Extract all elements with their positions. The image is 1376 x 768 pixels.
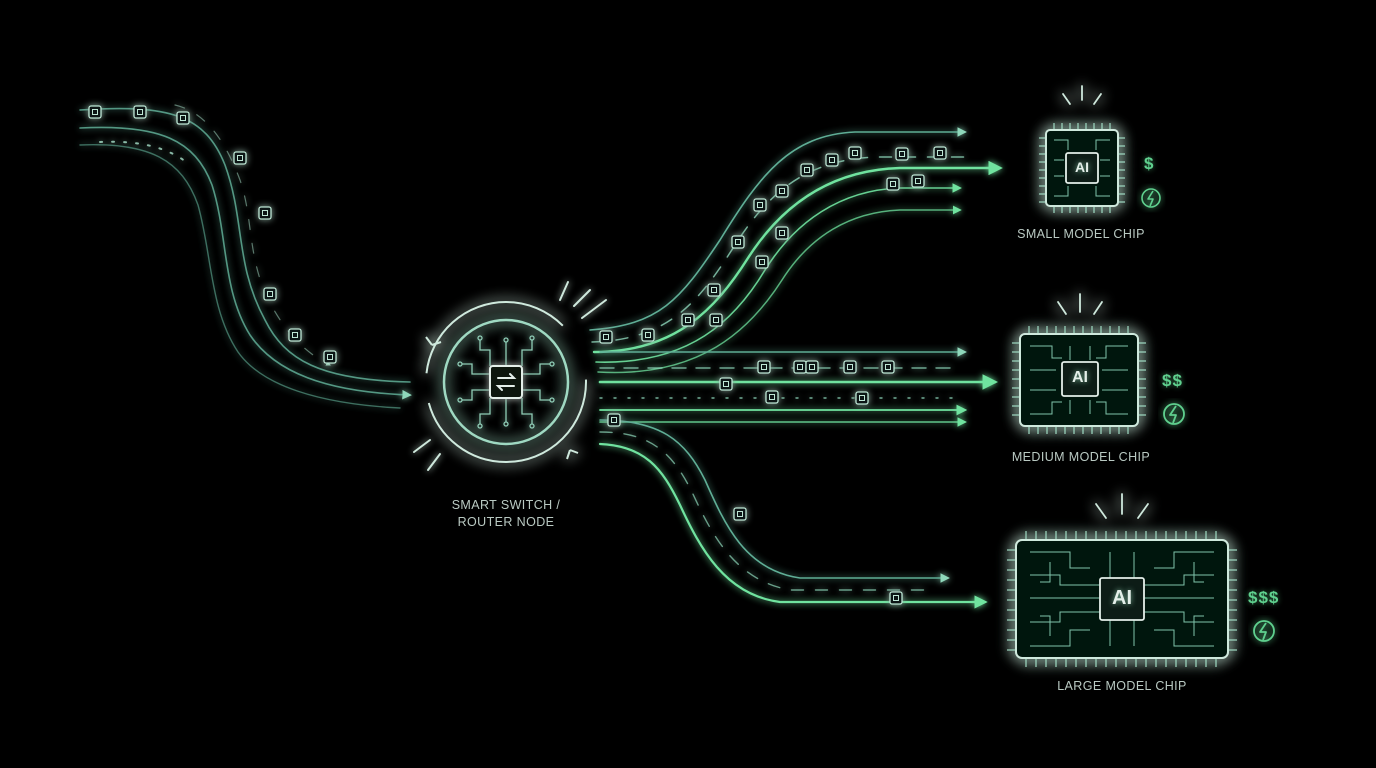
data-packet [775,184,789,198]
swap-arrows-icon [489,365,523,399]
stream-to-large-chip [598,419,988,609]
data-packet [889,591,903,605]
large-chip-ai-text: AI [1112,587,1132,609]
lightning-bolt-icon [1253,620,1275,642]
data-packet [911,174,925,188]
chip-signal-rays [1095,493,1149,519]
chip-pins [1012,326,1146,434]
chip-pins [1039,123,1125,213]
data-packet [933,146,947,160]
data-packet [848,146,862,160]
router-label-line1: SMART SWITCH / [451,498,561,512]
data-packet [641,328,655,342]
large-chip-cost: $$$ [1248,588,1280,607]
medium-chip-label: MEDIUM MODEL CHIP [1011,450,1151,464]
router-circuit-traces [457,335,555,429]
data-packet [775,226,789,240]
data-packet [855,391,869,405]
chip-signal-rays [1057,293,1103,315]
incoming-stream [79,104,412,409]
data-packet [176,111,190,125]
small-chip-cost: $ [1144,154,1155,173]
data-packet [719,377,733,391]
data-packet [263,287,277,301]
data-packet [895,147,909,161]
data-packet [681,313,695,327]
stream-to-medium-chip [598,347,999,427]
small-model-chip [1039,85,1125,213]
data-packet [707,283,721,297]
data-packet [733,507,747,521]
data-packet [881,360,895,374]
small-chip-ai-text: AI [1075,159,1089,175]
chip-signal-rays [1062,85,1102,105]
data-packet [805,360,819,374]
lightning-bolt-icon [1163,403,1185,425]
router-node [425,301,587,463]
data-packet [757,360,771,374]
medium-model-chip [1012,293,1146,434]
data-packet [843,360,857,374]
small-chip-label: SMALL MODEL CHIP [1017,227,1145,241]
data-packet [765,390,779,404]
data-packet [731,235,745,249]
data-packet [258,206,272,220]
data-packet [607,413,621,427]
data-packet [288,328,302,342]
data-packet [88,105,102,119]
data-packet [793,360,807,374]
lightning-bolt-icon [1141,188,1161,208]
large-chip-label: LARGE MODEL CHIP [1057,679,1187,693]
medium-chip-cost: $$ [1162,371,1183,390]
data-packet [755,255,769,269]
data-packet [753,198,767,212]
data-packet [800,163,814,177]
large-model-chip [1007,493,1237,667]
data-packets [88,105,947,605]
data-packet [323,350,337,364]
router-label-line2: ROUTER NODE [457,515,555,529]
chip-pins [1007,531,1237,667]
router-rays [413,281,607,471]
data-packet [233,151,247,165]
data-packet [709,313,723,327]
data-packet [825,153,839,167]
data-packet [133,105,147,119]
medium-chip-ai-text: AI [1072,369,1088,386]
data-packet [886,177,900,191]
data-packet [599,330,613,344]
